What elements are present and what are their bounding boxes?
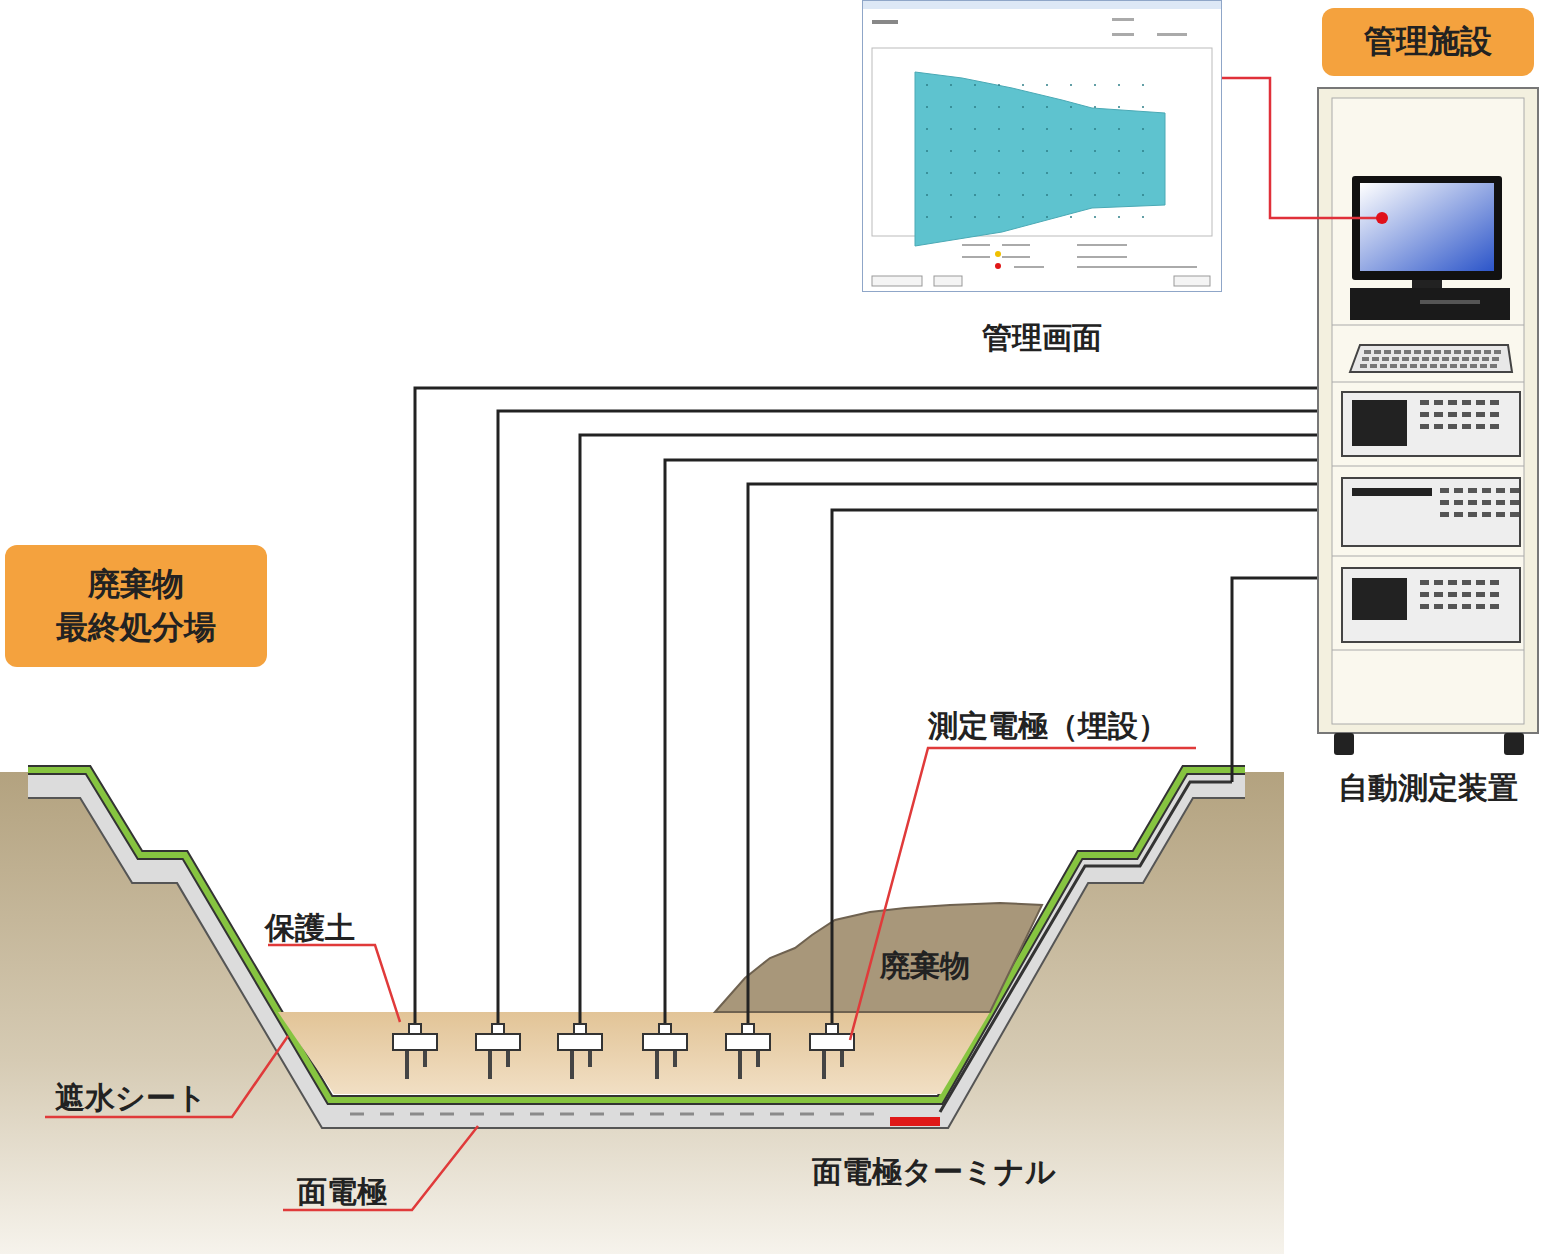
measuring-device: 自動測定装置 bbox=[1318, 88, 1538, 733]
protective-soil bbox=[278, 1012, 990, 1094]
leader-lines bbox=[45, 748, 1196, 1210]
measuring-rack bbox=[1318, 88, 1538, 755]
part-label: 遮水シート bbox=[55, 1078, 207, 1119]
part-label: 面電極ターミナル bbox=[812, 1152, 1056, 1193]
electrode-wires bbox=[415, 388, 1318, 1030]
waste-label: 廃棄物 bbox=[880, 946, 970, 987]
caption-label: 自動測定装置 bbox=[1338, 768, 1518, 809]
measuring-electrodes bbox=[393, 1024, 854, 1079]
part-label: 面電極 bbox=[297, 1172, 387, 1213]
part-label: 保護土 bbox=[265, 908, 355, 949]
screen-window: 管理画面 bbox=[862, 0, 1222, 292]
liner-sheet bbox=[28, 770, 1245, 1100]
part-label: 測定電極（埋設） bbox=[928, 706, 1168, 747]
screenshot-illustration bbox=[862, 0, 1222, 292]
waste-mound bbox=[715, 903, 1042, 1012]
site-label-box: 廃棄物 最終処分場 bbox=[5, 545, 267, 667]
link-line bbox=[1222, 78, 1318, 218]
terminal bbox=[890, 1117, 940, 1126]
box-title: 管理施設 bbox=[1354, 14, 1502, 69]
box-title: 廃棄物 最終処分場 bbox=[5, 557, 267, 655]
facility-label-box: 管理施設 bbox=[1322, 8, 1534, 76]
caption-label: 管理画面 bbox=[982, 318, 1102, 359]
